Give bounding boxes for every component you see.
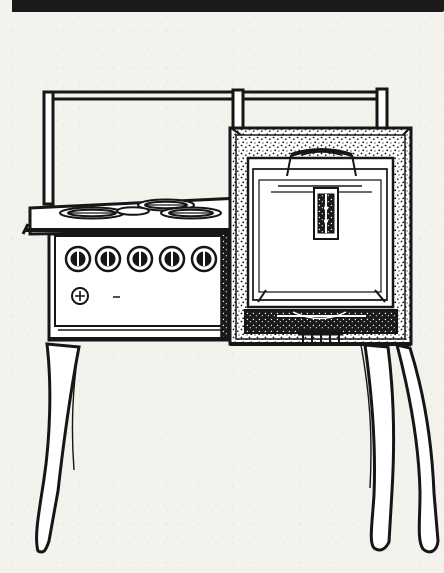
burner-back-center (137, 198, 195, 212)
burner-front-right (160, 206, 222, 220)
top-rule (12, 0, 444, 12)
knob-2 (94, 245, 122, 273)
knob-1 (64, 245, 92, 273)
burners (59, 198, 222, 220)
burner-front-left (59, 206, 125, 220)
knob-3 (126, 245, 154, 273)
back-rail (42, 87, 389, 206)
oven-drawer (244, 309, 398, 344)
control-knobs (64, 245, 218, 273)
knob-5 (190, 245, 218, 273)
small-dial (71, 287, 120, 305)
temperature-panel (313, 187, 339, 240)
oven-handle (286, 148, 357, 177)
knob-4 (158, 245, 186, 273)
burner-center (116, 206, 150, 216)
stove-legs (35, 342, 440, 554)
